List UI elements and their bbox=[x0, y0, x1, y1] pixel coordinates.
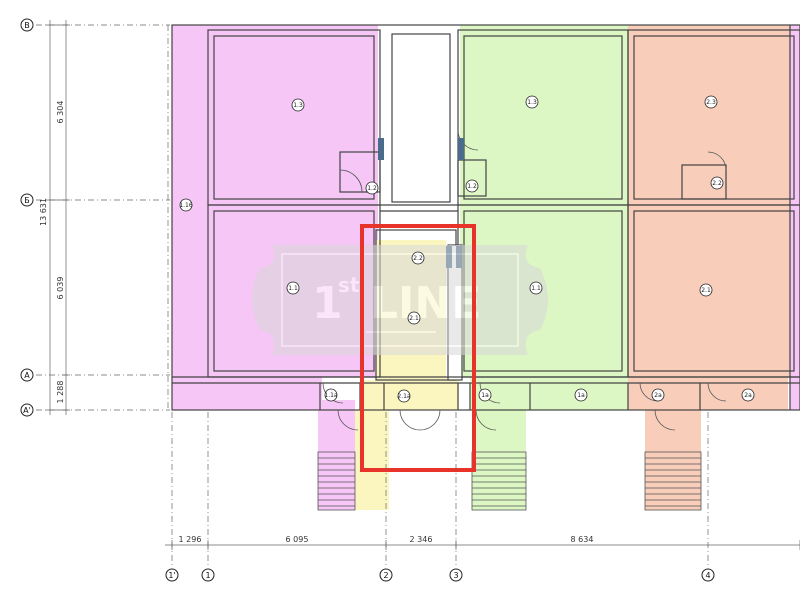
axis-marker-col-1-prime: 1' bbox=[165, 568, 179, 582]
room-fill bbox=[790, 25, 800, 410]
room-fill bbox=[472, 410, 526, 510]
room-label-2.2-right: 2.2 bbox=[710, 176, 724, 190]
room-fill bbox=[172, 377, 322, 410]
svg-text:1.2: 1.2 bbox=[367, 185, 377, 192]
dim-horizontal-4: 8 634 bbox=[571, 535, 594, 544]
svg-text:Б: Б bbox=[24, 196, 30, 205]
watermark-text-tail: LINE bbox=[370, 278, 481, 329]
room-label-2a-a: 2a bbox=[651, 388, 665, 402]
door-swing bbox=[399, 409, 441, 431]
svg-text:1.16: 1.16 bbox=[179, 202, 193, 209]
svg-text:2: 2 bbox=[383, 571, 388, 580]
svg-text:А: А bbox=[24, 371, 30, 380]
axis-marker-col-2: 2 bbox=[379, 568, 393, 582]
room-fill bbox=[318, 400, 355, 510]
svg-text:1.3: 1.3 bbox=[293, 102, 303, 109]
door-swing bbox=[707, 382, 727, 402]
axis-marker-row-b: Б bbox=[20, 193, 34, 207]
room-label-1.1a-left: 1.1a bbox=[324, 388, 338, 402]
dim-vertical-2: 6 039 bbox=[56, 277, 65, 300]
room-label-2.1-right: 2.1 bbox=[699, 283, 713, 297]
stair-left bbox=[317, 451, 356, 511]
meter bbox=[378, 138, 384, 160]
room-label-2a-b: 2a bbox=[741, 388, 755, 402]
svg-text:2.2: 2.2 bbox=[413, 255, 423, 262]
svg-text:2.1: 2.1 bbox=[701, 287, 711, 294]
door-swing bbox=[475, 409, 497, 431]
meter bbox=[458, 138, 464, 160]
dim-vertical-1: 6 304 bbox=[56, 101, 65, 124]
col-axis-markers: 1' 1 2 3 4 bbox=[165, 568, 715, 582]
watermark: 1 st LINE bbox=[252, 245, 548, 355]
room-label-1.2-right: 1.2 bbox=[465, 179, 479, 193]
room-label-1.16: 1.16 bbox=[179, 198, 193, 212]
door-swing bbox=[337, 409, 359, 431]
svg-text:2a: 2a bbox=[744, 392, 752, 399]
dim-vertical-3: 1 288 bbox=[56, 381, 65, 404]
axis-marker-col-3: 3 bbox=[449, 568, 463, 582]
axis-marker-col-4: 4 bbox=[701, 568, 715, 582]
watermark-superscript: st bbox=[338, 273, 360, 297]
svg-text:2.2: 2.2 bbox=[712, 180, 722, 187]
door-swing bbox=[339, 169, 363, 193]
dimension-lines bbox=[46, 20, 800, 550]
selection-highlight bbox=[360, 224, 476, 472]
dim-horizontal-3: 2 346 bbox=[410, 535, 433, 544]
stairs bbox=[317, 451, 702, 511]
svg-text:1.1: 1.1 bbox=[288, 285, 298, 292]
door-swing bbox=[654, 409, 676, 431]
room-labels: 1.3 1.1 1.16 1.2 1.1a 2.2 2.1 2.1a 1.3 1… bbox=[179, 95, 755, 403]
svg-text:1a: 1a bbox=[481, 392, 489, 399]
svg-text:А': А' bbox=[23, 406, 31, 415]
room-fill bbox=[363, 380, 459, 410]
dim-horizontal-1: 1 296 bbox=[179, 535, 202, 544]
door-swing bbox=[707, 151, 727, 171]
room-label-1.3-left: 1.3 bbox=[291, 98, 305, 112]
svg-text:1.2: 1.2 bbox=[467, 183, 477, 190]
svg-text:1.1a: 1.1a bbox=[324, 392, 338, 399]
svg-text:2.1a: 2.1a bbox=[397, 393, 411, 400]
room-fill bbox=[470, 377, 628, 410]
dim-vertical-total: 13 631 bbox=[39, 198, 48, 226]
room-label-1.2-left: 1.2 bbox=[365, 181, 379, 195]
svg-text:2a: 2a bbox=[654, 392, 662, 399]
room-label-2.3: 2.3 bbox=[704, 95, 718, 109]
room-label-1a-a: 1a bbox=[478, 388, 492, 402]
svg-text:4: 4 bbox=[705, 571, 710, 580]
svg-text:1a: 1a bbox=[577, 392, 585, 399]
svg-text:1.3: 1.3 bbox=[527, 99, 537, 106]
svg-text:2.3: 2.3 bbox=[706, 99, 716, 106]
svg-text:1.1: 1.1 bbox=[531, 285, 541, 292]
row-axis-markers: В Б А А' bbox=[20, 18, 34, 417]
svg-text:2.1: 2.1 bbox=[409, 315, 419, 322]
room-fill bbox=[628, 25, 800, 377]
room-label-1.1-right: 1.1 bbox=[529, 281, 543, 295]
svg-text:3: 3 bbox=[453, 571, 458, 580]
room-label-1.3-right: 1.3 bbox=[525, 95, 539, 109]
axis-marker-row-a-prime: А' bbox=[20, 403, 34, 417]
room-label-2.1a-center: 2.1a bbox=[397, 389, 411, 403]
axis-marker-row-v: В bbox=[20, 18, 34, 32]
room-label-2.2-center: 2.2 bbox=[411, 251, 425, 265]
watermark-text-main: 1 bbox=[312, 278, 343, 329]
room-label-1.1-left: 1.1 bbox=[286, 281, 300, 295]
svg-text:1': 1' bbox=[168, 571, 175, 580]
svg-text:1: 1 bbox=[205, 571, 210, 580]
axis-marker-col-1: 1 bbox=[201, 568, 215, 582]
room-fill bbox=[645, 410, 701, 510]
room-fill bbox=[172, 25, 208, 410]
stair-right bbox=[644, 451, 702, 511]
dim-horizontal-2: 6 095 bbox=[286, 535, 309, 544]
svg-text:В: В bbox=[24, 21, 30, 30]
axis-marker-row-a: А bbox=[20, 368, 34, 382]
room-label-1a-b: 1a bbox=[574, 388, 588, 402]
stair-center bbox=[471, 451, 527, 511]
room-label-2.1-center: 2.1 bbox=[407, 311, 421, 325]
